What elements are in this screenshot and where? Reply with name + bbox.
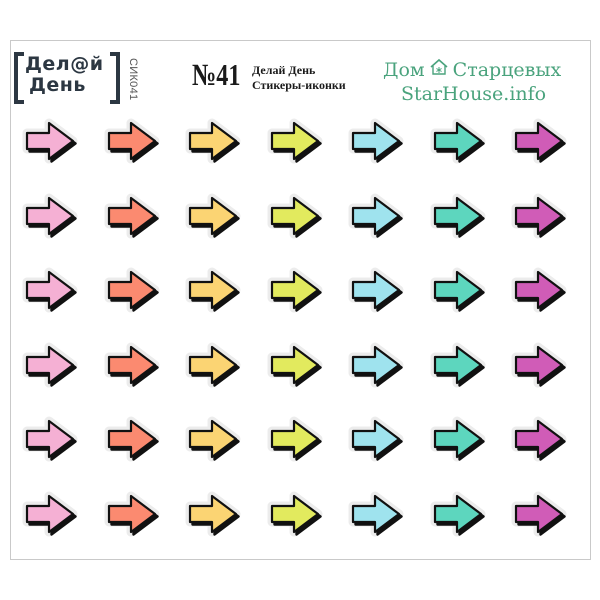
logo-text-line-2: День xyxy=(29,74,86,96)
right-arrow-icon xyxy=(348,267,410,315)
logo-bracket-right xyxy=(110,52,120,104)
right-arrow-icon xyxy=(22,193,84,241)
brand-name-part-1: Дом xyxy=(383,59,425,81)
right-arrow-icon xyxy=(348,342,410,390)
right-arrow-icon xyxy=(267,267,329,315)
brand-name-row: Дом Старцевых xyxy=(383,58,588,82)
right-arrow-icon xyxy=(348,193,410,241)
logo-bracket-left xyxy=(14,52,24,104)
right-arrow-icon xyxy=(430,491,492,539)
right-arrow-icon xyxy=(267,342,329,390)
right-arrow-icon xyxy=(430,118,492,166)
right-arrow-icon xyxy=(267,491,329,539)
right-arrow-icon xyxy=(511,491,573,539)
logo-text-line-1: Дел@й xyxy=(25,53,104,75)
subtitle-line-2: Стикеры-иконки xyxy=(252,78,346,92)
sheet-subtitle: Делай День Стикеры-иконки xyxy=(252,63,346,93)
right-arrow-icon xyxy=(511,193,573,241)
right-arrow-icon xyxy=(185,342,247,390)
house-snowflake-icon xyxy=(429,58,449,82)
right-arrow-icon xyxy=(22,118,84,166)
right-arrow-icon xyxy=(267,193,329,241)
right-arrow-icon xyxy=(104,491,166,539)
right-arrow-icon xyxy=(430,342,492,390)
right-arrow-icon xyxy=(430,267,492,315)
right-arrow-icon xyxy=(185,118,247,166)
brand-name-part-2: Старцевых xyxy=(452,59,562,81)
product-sku: СИК041 xyxy=(127,58,139,101)
right-arrow-icon xyxy=(104,267,166,315)
right-arrow-icon xyxy=(22,267,84,315)
sticker-grid xyxy=(22,118,578,545)
right-arrow-icon xyxy=(22,491,84,539)
right-arrow-icon xyxy=(348,118,410,166)
right-arrow-icon xyxy=(22,342,84,390)
right-arrow-icon xyxy=(430,193,492,241)
brand-logo: Дел@й День xyxy=(14,50,129,104)
right-arrow-icon xyxy=(104,193,166,241)
sheet-number: №41 xyxy=(192,57,241,92)
right-arrow-icon xyxy=(104,416,166,464)
right-arrow-icon xyxy=(185,193,247,241)
right-arrow-icon xyxy=(104,118,166,166)
right-arrow-icon xyxy=(22,416,84,464)
right-arrow-icon xyxy=(267,416,329,464)
right-arrow-icon xyxy=(511,267,573,315)
right-arrow-icon xyxy=(348,491,410,539)
brand-website: StarHouse.info xyxy=(401,83,547,105)
right-arrow-icon xyxy=(511,342,573,390)
brand-block: Дом Старцевых StarHouse.info xyxy=(383,58,588,106)
right-arrow-icon xyxy=(348,416,410,464)
right-arrow-icon xyxy=(185,416,247,464)
right-arrow-icon xyxy=(511,416,573,464)
right-arrow-icon xyxy=(511,118,573,166)
subtitle-line-1: Делай День xyxy=(252,63,316,77)
right-arrow-icon xyxy=(430,416,492,464)
right-arrow-icon xyxy=(185,267,247,315)
right-arrow-icon xyxy=(267,118,329,166)
right-arrow-icon xyxy=(185,491,247,539)
right-arrow-icon xyxy=(104,342,166,390)
